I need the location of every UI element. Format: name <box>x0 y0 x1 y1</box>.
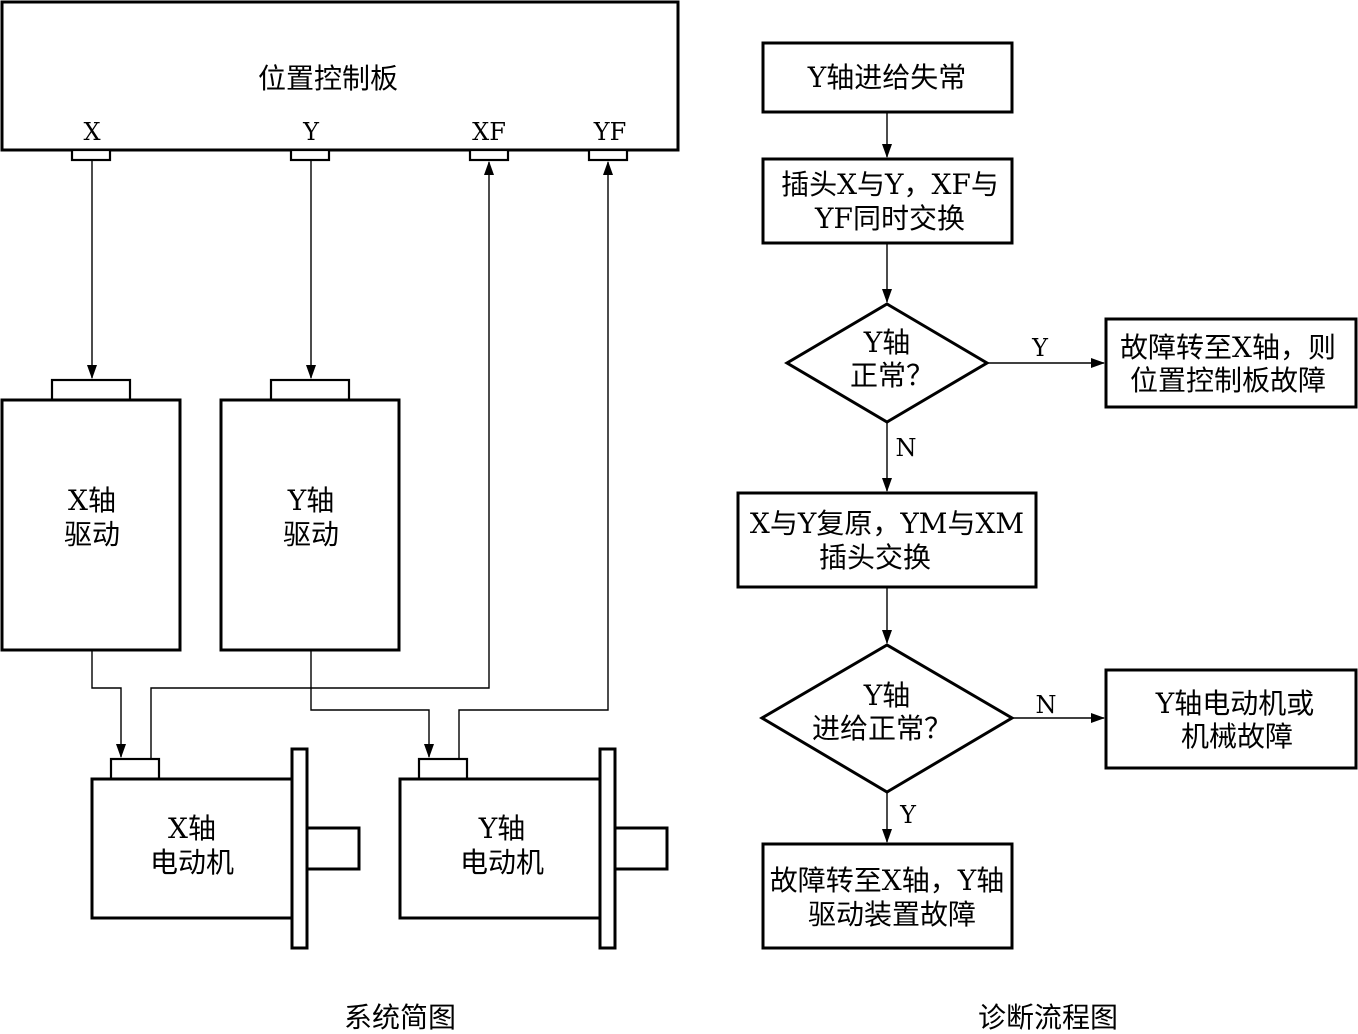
x-drive-label-2: 驱动 <box>64 518 120 551</box>
flow-edge-yes-1: Y <box>1031 334 1049 362</box>
flow-result1-box <box>1104 317 1358 409</box>
port-y-connector <box>289 148 331 162</box>
y-drive-connector <box>269 378 351 402</box>
flow-decision2-line2: 进给正常？ <box>812 712 952 745</box>
x-motor-connector <box>109 757 161 781</box>
flow-decision2-line1: Y轴 <box>863 679 911 712</box>
flow-step1-line1: 插头X与Y，XF与 <box>781 168 999 201</box>
flow-decision1-line2: 正常？ <box>850 359 934 392</box>
flow-caption: 诊断流程图 <box>978 1001 1118 1034</box>
flow-result2-line2: 机械故障 <box>1181 720 1293 753</box>
flow-result1-line1: 故障转至X轴，则 <box>1120 331 1336 364</box>
flow-start-label: Y轴进给失常 <box>807 61 967 94</box>
y-motor-label-1: Y轴 <box>478 812 526 845</box>
x-motor-body <box>90 777 294 920</box>
flow-edge-no-1: N <box>896 434 917 462</box>
x-motor-label-1: X轴 <box>168 812 216 845</box>
y-drive-box <box>219 398 401 652</box>
y-motor-body <box>398 777 602 920</box>
wire-y-motor-to-yf <box>458 161 613 759</box>
flow-result3-line1: 故障转至X轴，Y轴 <box>770 864 1004 897</box>
flow-step2-line1: X与Y复原，YM与XM <box>750 507 1024 540</box>
position-control-board <box>0 0 680 152</box>
x-motor-flange <box>290 747 309 950</box>
y-motor-flange <box>598 747 617 950</box>
flow-step1-line2: YF同时交换 <box>814 202 965 235</box>
system-caption: 系统简图 <box>344 1001 456 1034</box>
port-xf-connector <box>468 148 510 162</box>
wire-x-motor-to-xf <box>150 161 494 759</box>
y-motor-connector <box>417 757 469 781</box>
wire-y-drive-to-y-motor <box>310 650 434 758</box>
flow-edge-no-2: N <box>1036 691 1057 719</box>
wire-x-drive-to-x-motor <box>91 650 126 758</box>
flow-result3-line2: 驱动装置故障 <box>808 898 976 931</box>
x-motor-label-2: 电动机 <box>150 846 234 879</box>
flow-result2-line1: Y轴电动机或 <box>1155 687 1315 720</box>
y-drive-label-1: Y轴 <box>287 484 335 517</box>
port-x-connector <box>70 148 112 162</box>
port-y-label: Y <box>302 118 320 146</box>
port-x-label: X <box>83 118 100 146</box>
x-motor-shaft <box>305 826 361 871</box>
system-diagram: 位置控制板 X Y XF YF X轴 驱动 Y轴 驱动 <box>0 0 680 1034</box>
port-yf-connector <box>587 148 629 162</box>
port-yf-label: YF <box>593 118 627 146</box>
y-motor-shaft <box>613 826 669 871</box>
board-label: 位置控制板 <box>258 62 398 95</box>
port-xf-label: XF <box>472 118 506 146</box>
flow-step2-box <box>736 491 1038 589</box>
x-drive-label-1: X轴 <box>68 484 116 517</box>
y-motor-label-2: 电动机 <box>460 846 544 879</box>
flow-result2-box <box>1104 668 1358 770</box>
flow-step1-box <box>761 157 1014 245</box>
flow-result3-box <box>761 842 1014 950</box>
diagnosis-flowchart: Y轴进给失常 插头X与Y，XF与 YF同时交换 Y轴 正常？ Y 故障转至X轴，… <box>736 41 1358 1034</box>
flow-step2-line2: 插头交换 <box>819 541 931 574</box>
flow-result1-line2: 位置控制板故障 <box>1130 364 1326 397</box>
flow-edge-yes-2: Y <box>899 801 917 829</box>
x-drive-connector <box>50 378 132 402</box>
flow-decision1-line1: Y轴 <box>863 326 911 359</box>
y-drive-label-2: 驱动 <box>283 518 339 551</box>
x-drive-box <box>0 398 182 652</box>
